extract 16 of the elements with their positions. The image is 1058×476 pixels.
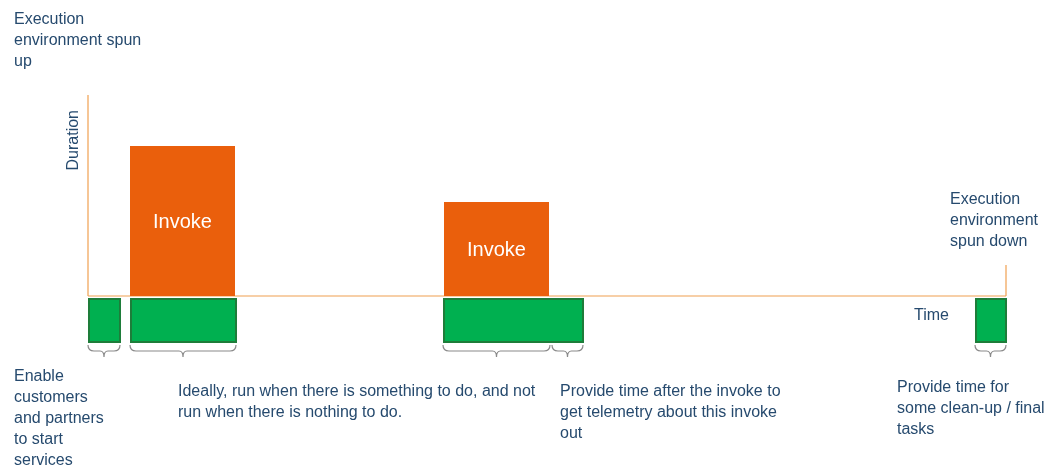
note-text: Provide time for some clean-up / final tasks [897,377,1046,439]
bar-block [130,298,237,343]
bar-block [975,298,1007,343]
axis-label: Duration [63,110,82,171]
invoke-block [444,202,549,296]
axis-label: Time [914,305,949,325]
event-label: Execution environment spun down [950,189,1040,251]
invoke-block [130,146,235,296]
block-label: Invoke [467,237,526,261]
block-label: Invoke [153,209,212,233]
note-text: Provide time after the invoke to get telemetry about this invoke out [560,381,782,443]
bar-block [88,298,121,343]
note-text: Ideally, run when there is something to do, and not run when there is nothing to do. [178,381,537,422]
bar-block [443,298,584,343]
event-label: Execution environment spun up [14,9,143,71]
note-text: Enable customers and partners to start services [14,366,105,470]
